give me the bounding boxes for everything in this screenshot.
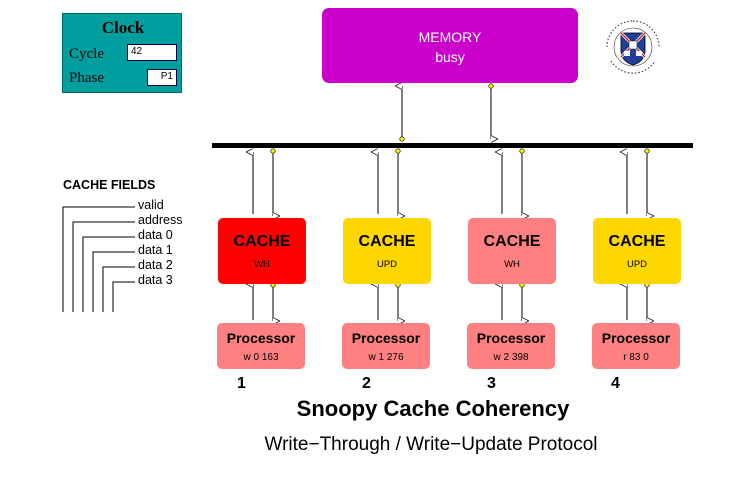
processor-op: w 2 398: [493, 352, 529, 363]
processor-block-1[interactable]: Processor w 0 163: [217, 323, 305, 369]
memory-status: busy: [435, 49, 465, 65]
node-number-1: 1: [237, 375, 246, 392]
cycle-field[interactable]: 42: [127, 44, 177, 61]
cache-label: CACHE: [608, 233, 666, 250]
cache-field-data-3: data 3: [138, 273, 173, 287]
cache-fields-bracket: [62, 206, 135, 312]
cache-block-3[interactable]: CACHE WH: [468, 218, 556, 284]
cache-label: CACHE: [358, 233, 416, 250]
cache-block-1[interactable]: CACHE WH: [218, 218, 306, 284]
cache-field-data-1: data 1: [138, 243, 173, 257]
cache-fields-list: valid address data 0 data 1 data 2 data …: [138, 198, 208, 298]
memory-block: MEMORY busy: [322, 8, 578, 83]
clock-panel: Clock Cycle 42 Phase P1: [62, 13, 182, 93]
node-number-3: 3: [487, 375, 496, 392]
processor-label: Processor: [226, 330, 296, 346]
university-crest-logo: [604, 18, 662, 76]
cache-field-valid: valid: [138, 198, 164, 212]
processor-label: Processor: [476, 330, 546, 346]
diagram-title: Snoopy Cache Coherency: [296, 396, 570, 421]
system-bus: [212, 143, 693, 148]
cache-state: WH: [254, 259, 270, 270]
cache-label: CACHE: [483, 233, 541, 250]
cache-field-data-0: data 0: [138, 228, 173, 242]
memory-label: MEMORY: [418, 29, 482, 45]
cycle-label: Cycle: [69, 46, 104, 62]
cache-field-address: address: [138, 213, 183, 227]
processor-block-4[interactable]: Processor r 83 0: [592, 323, 680, 369]
processor-op: w 0 163: [243, 352, 279, 363]
cache-state: UPD: [626, 259, 648, 270]
node-3-wires: [502, 148, 524, 321]
cache-label: CACHE: [233, 233, 291, 250]
node-4-wires: [627, 148, 649, 321]
clock-title: Clock: [101, 18, 145, 37]
diagram-subtitle: Write−Through / Write−Update Protocol: [264, 434, 598, 455]
processor-block-2[interactable]: Processor w 1 276: [342, 323, 430, 369]
node-number-4: 4: [611, 375, 620, 392]
phase-field[interactable]: P1: [147, 69, 177, 86]
processor-op: r 83 0: [623, 352, 649, 363]
cache-state: UPD: [376, 259, 398, 270]
processor-label: Processor: [601, 330, 671, 346]
cache-block-4[interactable]: CACHE UPD: [593, 218, 681, 284]
cache-field-data-2: data 2: [138, 258, 173, 272]
node-number-2: 2: [362, 375, 371, 392]
cache-fields-title: CACHE FIELDS: [63, 178, 156, 192]
cache-state: WH: [504, 259, 520, 270]
node-2-wires: [378, 148, 400, 321]
memory-wire-dot: [399, 136, 405, 142]
memory-wire-dot-2: [488, 83, 494, 89]
cache-block-2[interactable]: CACHE UPD: [343, 218, 431, 284]
processor-label: Processor: [351, 330, 421, 346]
processor-block-3[interactable]: Processor w 2 398: [467, 323, 555, 369]
processor-op: w 1 276: [368, 352, 404, 363]
phase-label: Phase: [69, 70, 104, 86]
